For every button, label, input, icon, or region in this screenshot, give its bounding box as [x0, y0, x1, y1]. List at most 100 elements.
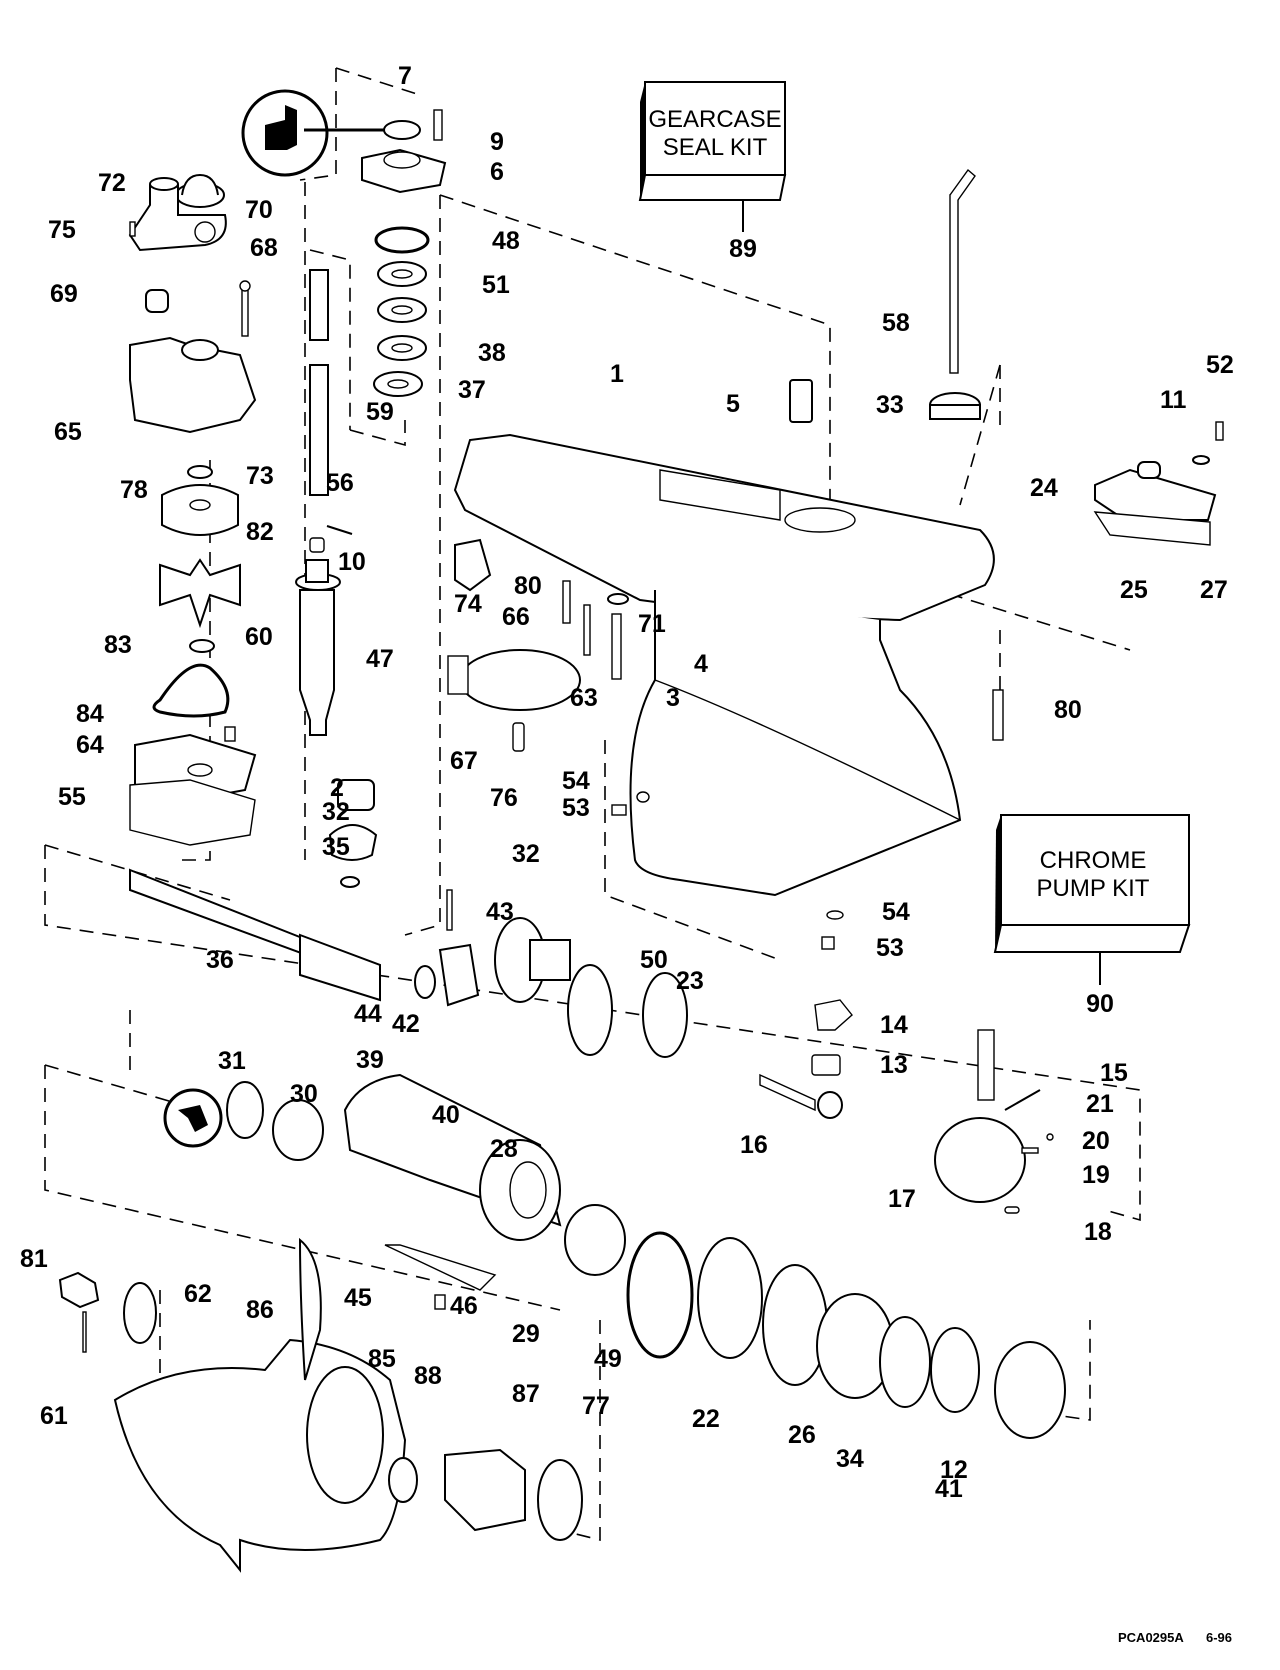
callout-62: 62 [184, 1280, 212, 1308]
callout-32: 32 [322, 798, 350, 826]
callout-5: 5 [726, 390, 740, 418]
callout-90: 90 [1086, 990, 1114, 1018]
callout-24: 24 [1030, 474, 1058, 502]
callout-2: 2 [330, 774, 344, 802]
drive-shaft-assembly [295, 269, 378, 888]
callout-18: 18 [1084, 1218, 1112, 1246]
callout-40: 40 [432, 1101, 460, 1129]
callout-38: 38 [478, 339, 506, 367]
callout-72: 72 [98, 169, 126, 197]
callout-27: 27 [1200, 576, 1228, 604]
callout-70: 70 [245, 196, 273, 224]
callout-7: 7 [398, 62, 412, 90]
callout-37: 37 [458, 376, 486, 404]
callout-60: 60 [245, 623, 273, 651]
callout-84: 84 [76, 700, 104, 728]
callout-4: 4 [694, 650, 708, 678]
callout-1: 1 [610, 360, 624, 388]
callout-75: 75 [48, 216, 76, 244]
callout-13: 13 [880, 1051, 908, 1079]
callout-39: 39 [356, 1046, 384, 1074]
callout-87: 87 [512, 1380, 540, 1408]
callout-43: 43 [486, 898, 514, 926]
callout-36: 36 [206, 946, 234, 974]
tool-symbol-icon [241, 89, 385, 177]
callout-80: 80 [1054, 696, 1082, 724]
callout-52: 52 [1206, 351, 1234, 379]
chrome-pump-kit-box: CHROME PUMP KIT 90 [993, 814, 1191, 1018]
callout-77: 77 [582, 1392, 610, 1420]
callout-11: 11 [1160, 386, 1187, 414]
callout-86: 86 [246, 1296, 274, 1324]
callout-20: 20 [1082, 1127, 1110, 1155]
callout-45: 45 [344, 1284, 372, 1312]
seal-stack [361, 109, 447, 397]
callout-25: 25 [1120, 576, 1148, 604]
callout-65: 65 [54, 418, 82, 446]
callout-74: 74 [454, 590, 482, 618]
callout-31: 31 [218, 1047, 246, 1075]
callout-63: 63 [570, 684, 598, 712]
callout-41: 41 [935, 1475, 963, 1503]
propeller-shaft-assembly [129, 868, 1066, 1439]
callout-59: 59 [366, 398, 394, 426]
gearcase-housing [447, 168, 1224, 950]
callout-19: 19 [1082, 1161, 1110, 1189]
propeller-assembly [58, 1237, 583, 1573]
gearcase-seal-kit-line2: SEAL KIT [663, 134, 768, 161]
callout-69: 69 [50, 280, 78, 308]
callout-28: 28 [490, 1135, 518, 1163]
callout-14: 14 [880, 1011, 908, 1039]
callout-68: 68 [250, 234, 278, 262]
callout-29: 29 [512, 1320, 540, 1348]
callout-15: 15 [1100, 1059, 1128, 1087]
callout-22: 22 [692, 1405, 720, 1433]
callout-35: 35 [322, 833, 350, 861]
callout-54: 54 [562, 767, 590, 795]
callout-51: 51 [482, 271, 510, 299]
callout-61: 61 [40, 1402, 68, 1430]
callout-67: 67 [450, 747, 478, 775]
callout-71: 71 [638, 610, 666, 638]
callout-9: 9 [490, 128, 504, 156]
callout-33: 33 [876, 391, 904, 419]
callout-78: 78 [120, 476, 148, 504]
callout-23: 23 [676, 967, 704, 995]
callout-56: 56 [326, 469, 354, 497]
assembly-guide-lines [44, 67, 1141, 1542]
callout-81: 81 [20, 1245, 48, 1273]
callout-53: 53 [876, 934, 904, 962]
callout-85: 85 [368, 1345, 396, 1373]
callout-16: 16 [740, 1131, 768, 1159]
drawing-date: 6-96 [1206, 1630, 1232, 1645]
callout-17: 17 [888, 1185, 916, 1213]
callout-73: 73 [246, 462, 274, 490]
callout-6: 6 [490, 158, 504, 186]
callout-89: 89 [729, 235, 757, 263]
callout-26: 26 [788, 1421, 816, 1449]
callout-10: 10 [338, 548, 366, 576]
callout-42: 42 [392, 1010, 420, 1038]
gearcase-seal-kit-box: GEARCASE SEAL KIT 89 [638, 81, 787, 263]
callout-50: 50 [640, 946, 668, 974]
callout-49: 49 [594, 1345, 622, 1373]
callout-76: 76 [490, 784, 518, 812]
drawing-code: PCA0295A [1118, 1630, 1184, 1645]
callout-46: 46 [450, 1292, 478, 1320]
callout-48: 48 [492, 227, 520, 255]
callout-44: 44 [354, 1000, 382, 1028]
callout-32: 32 [512, 840, 540, 868]
callout-21: 21 [1086, 1090, 1114, 1118]
callout-64: 64 [76, 731, 104, 759]
callout-58: 58 [882, 309, 910, 337]
callout-55: 55 [58, 783, 86, 811]
callout-53: 53 [562, 794, 590, 822]
callout-83: 83 [104, 631, 132, 659]
callout-88: 88 [414, 1362, 442, 1390]
gearcase-seal-kit-line1: GEARCASE [648, 106, 781, 133]
callout-12: 12 [940, 1456, 968, 1484]
callout-3: 3 [666, 684, 680, 712]
water-pump-assembly [128, 173, 257, 846]
